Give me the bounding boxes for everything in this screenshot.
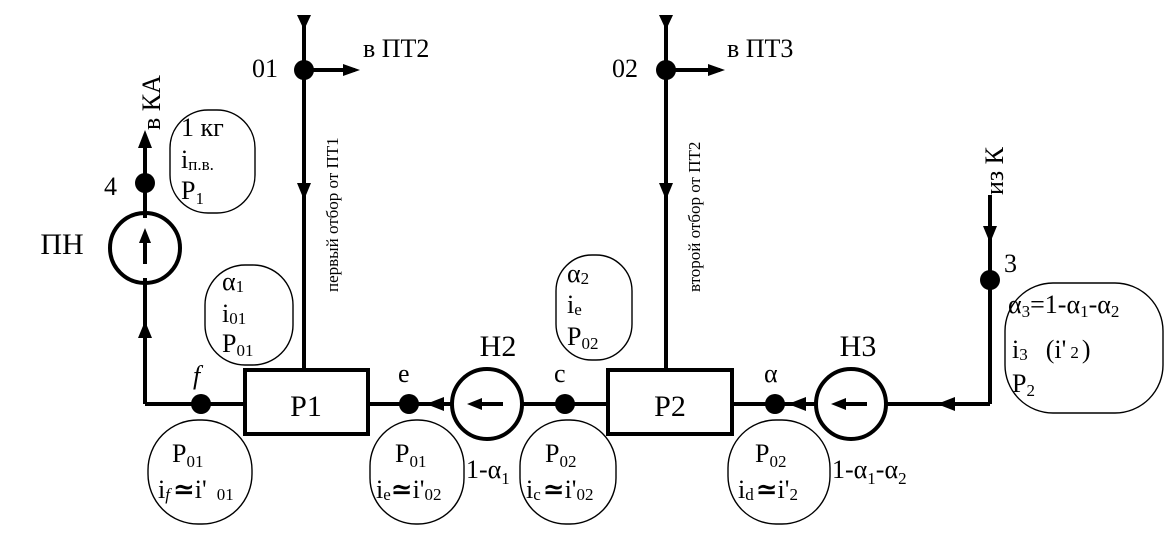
node-02-dot <box>656 60 676 80</box>
to-pt2-label: в ПТ2 <box>363 34 429 63</box>
extraction2-pressure: P02 <box>567 322 598 353</box>
heater-p1 <box>243 368 370 436</box>
arrow-up-icon <box>138 321 152 338</box>
from-k-label: из К <box>980 146 1009 195</box>
bubble-extraction1 <box>204 264 294 366</box>
heater-p2-label: Р2 <box>654 390 686 423</box>
flow-n3-label: 1-α1-α2 <box>832 455 907 488</box>
condensate-fraction: α3=1-α1-α2 <box>1008 290 1119 321</box>
point-e-dot <box>399 394 419 414</box>
node-01-label: 01 <box>252 54 278 83</box>
point-c-label: c <box>554 359 566 388</box>
heater-p2 <box>606 368 734 436</box>
point-d-pressure: P02 <box>755 439 786 471</box>
arrow-down-icon <box>297 15 311 30</box>
bubble-point-d <box>727 419 831 525</box>
node-3-label: 3 <box>1004 249 1017 278</box>
feedwater-enthalpy: iп.в. <box>181 145 214 174</box>
condensate-pressure: P2 <box>1012 369 1035 400</box>
point-e-enthalpy: ie≃i'02 <box>376 475 442 504</box>
bubble-extraction2 <box>555 254 633 361</box>
point-f-dot <box>191 394 211 414</box>
node-02-label: 02 <box>612 54 638 83</box>
arrow-up-icon <box>139 228 151 243</box>
arrow-down-icon <box>659 15 673 30</box>
arrow-left-icon <box>831 398 846 410</box>
extraction1-fraction: α1 <box>222 267 244 296</box>
heater-p1-label: Р1 <box>290 390 322 423</box>
node-01-dot <box>294 60 314 80</box>
point-c-enthalpy: ic≃i'02 <box>526 475 594 504</box>
point-c-dot <box>555 394 575 414</box>
arrow-down-icon <box>659 183 673 200</box>
bubble-condensate <box>1004 282 1164 414</box>
pump-n2 <box>450 367 524 441</box>
extraction1-pressure: P01 <box>222 329 253 360</box>
arrow-up-icon <box>138 130 152 148</box>
extraction2-fraction: α2 <box>567 259 589 288</box>
arrow-down-icon <box>297 183 311 200</box>
arrow-left-icon <box>937 397 955 411</box>
arrow-right-icon <box>343 64 360 76</box>
point-c-pressure: P02 <box>545 439 576 471</box>
node-4-dot <box>135 173 155 193</box>
point-f-label: f <box>193 361 204 390</box>
node-3-dot <box>980 270 1000 290</box>
point-d-enthalpy: id≃i'2 <box>738 475 798 504</box>
extraction-1-label: первый отбор от ПТ1 <box>323 137 342 292</box>
point-e-label: e <box>398 359 410 388</box>
pump-pn <box>108 211 182 285</box>
pump-n3 <box>814 367 888 441</box>
to-ka-label: в КА <box>137 75 166 130</box>
bubble-point-f <box>147 419 253 525</box>
arrow-left-icon <box>426 397 444 411</box>
pump-n3-label: Н3 <box>840 330 877 363</box>
to-pt3-label: в ПТ3 <box>727 34 793 63</box>
pump-n2-label: Н2 <box>480 330 517 363</box>
extraction-2-label: второй отбор от ПТ2 <box>685 142 704 292</box>
point-f-enthalpy: if≃i'01 <box>158 475 234 504</box>
extraction1-enthalpy: i01 <box>222 299 246 328</box>
bubble-outlines <box>147 109 1164 525</box>
point-f-pressure: P01 <box>172 439 203 471</box>
point-a-label: α <box>764 359 778 388</box>
condensate-enthalpy: i3(i'2) <box>1012 335 1090 364</box>
arrow-left-icon <box>467 398 482 410</box>
point-a-dot <box>765 394 785 414</box>
arrow-left-icon <box>788 397 806 411</box>
extraction2-enthalpy: ie <box>567 290 582 319</box>
bubble-point-e <box>369 419 465 525</box>
point-e-pressure: P01 <box>395 439 426 471</box>
flow-arrows <box>138 15 997 411</box>
bubble-point-c <box>519 419 617 525</box>
pump-pn-label: ПН <box>40 228 83 261</box>
feedwater-pressure: P1 <box>181 176 204 208</box>
feedwater-mass: 1 кг <box>181 113 224 142</box>
arrow-down-icon <box>983 226 997 243</box>
arrow-right-icon <box>708 64 725 76</box>
node-4-label: 4 <box>104 172 117 201</box>
flow-n2-label: 1-α1 <box>466 455 510 488</box>
bubble-feedwater <box>169 109 256 214</box>
